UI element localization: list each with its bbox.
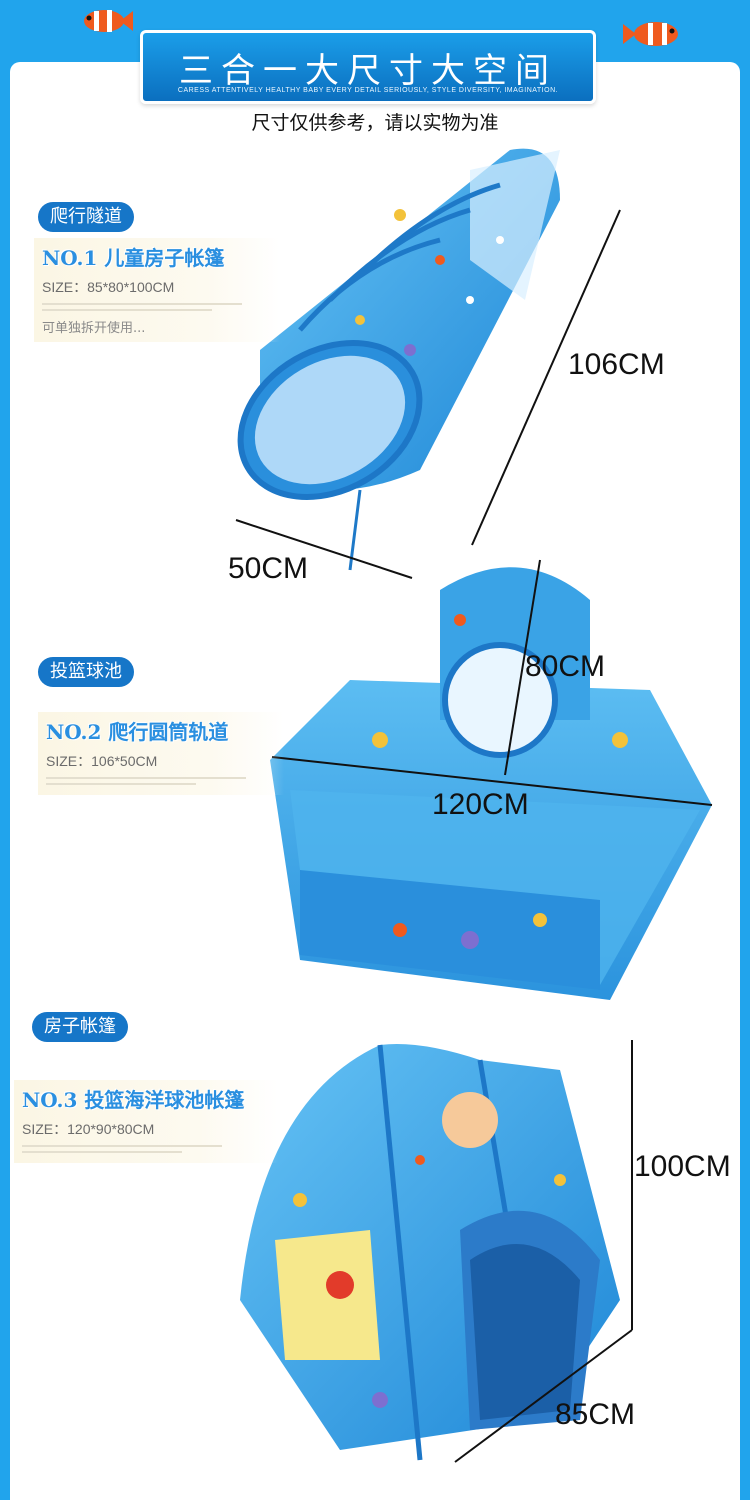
- card-size: SIZE：106*50CM: [46, 753, 158, 769]
- dim-label: 85CM: [555, 1398, 636, 1431]
- crawl-tunnel-image: [237, 148, 560, 571]
- banner-subtitle: CARESS ATTENTIVELY HEALTHY BABY EVERY DE…: [177, 87, 559, 94]
- dim-line-50: [235, 519, 413, 579]
- header-banner: 三合一大尺寸大空间 CARESS ATTENTIVELY HEALTHY BAB…: [140, 30, 596, 104]
- card-placeholder-lines: [22, 1145, 270, 1153]
- card-extra: 可单独拆开使用...: [42, 321, 146, 336]
- dim-label: 50CM: [228, 552, 309, 585]
- card-size: SIZE：85*80*100CM: [42, 279, 175, 295]
- tag-ball-pool: 投篮球池: [38, 657, 134, 687]
- size-note: 尺寸仅供参考，请以实物为准: [251, 112, 499, 134]
- clownfish-icon: [84, 10, 133, 32]
- tag-house-tent: 房子帐篷: [32, 1012, 128, 1042]
- card-size: SIZE：120*90*80CM: [22, 1121, 155, 1137]
- dim-line-85: [454, 1329, 633, 1463]
- dim-line-106: [471, 209, 621, 546]
- ball-pool-image: [270, 567, 712, 1000]
- product-card-3: NO.3 投篮海洋球池帐篷 SIZE：120*90*80CM: [14, 1080, 278, 1163]
- card-title: NO.2 爬行圆筒轨道: [46, 720, 229, 744]
- card-title: NO.1 儿童房子帐篷: [42, 246, 225, 270]
- dim-label: 120CM: [432, 788, 529, 821]
- dim-label: 106CM: [568, 348, 665, 381]
- house-tent-image: [240, 1044, 620, 1461]
- card-placeholder-lines: [42, 303, 272, 311]
- tag-crawl-tunnel: 爬行隧道: [38, 202, 134, 232]
- dim-label: 100CM: [634, 1150, 731, 1183]
- product-card-1: NO.1 儿童房子帐篷 SIZE：85*80*100CM 可单独拆开使用...: [34, 238, 280, 342]
- clownfish-icon: [623, 22, 678, 46]
- card-title: NO.3 投篮海洋球池帐篷: [22, 1088, 245, 1112]
- dim-line-80: [504, 559, 541, 776]
- banner-title: 三合一大尺寸大空间: [179, 51, 557, 91]
- dim-label: 80CM: [525, 650, 606, 683]
- dim-line-120: [271, 756, 713, 806]
- card-placeholder-lines: [46, 777, 276, 785]
- product-card-2: NO.2 爬行圆筒轨道 SIZE：106*50CM: [38, 712, 284, 795]
